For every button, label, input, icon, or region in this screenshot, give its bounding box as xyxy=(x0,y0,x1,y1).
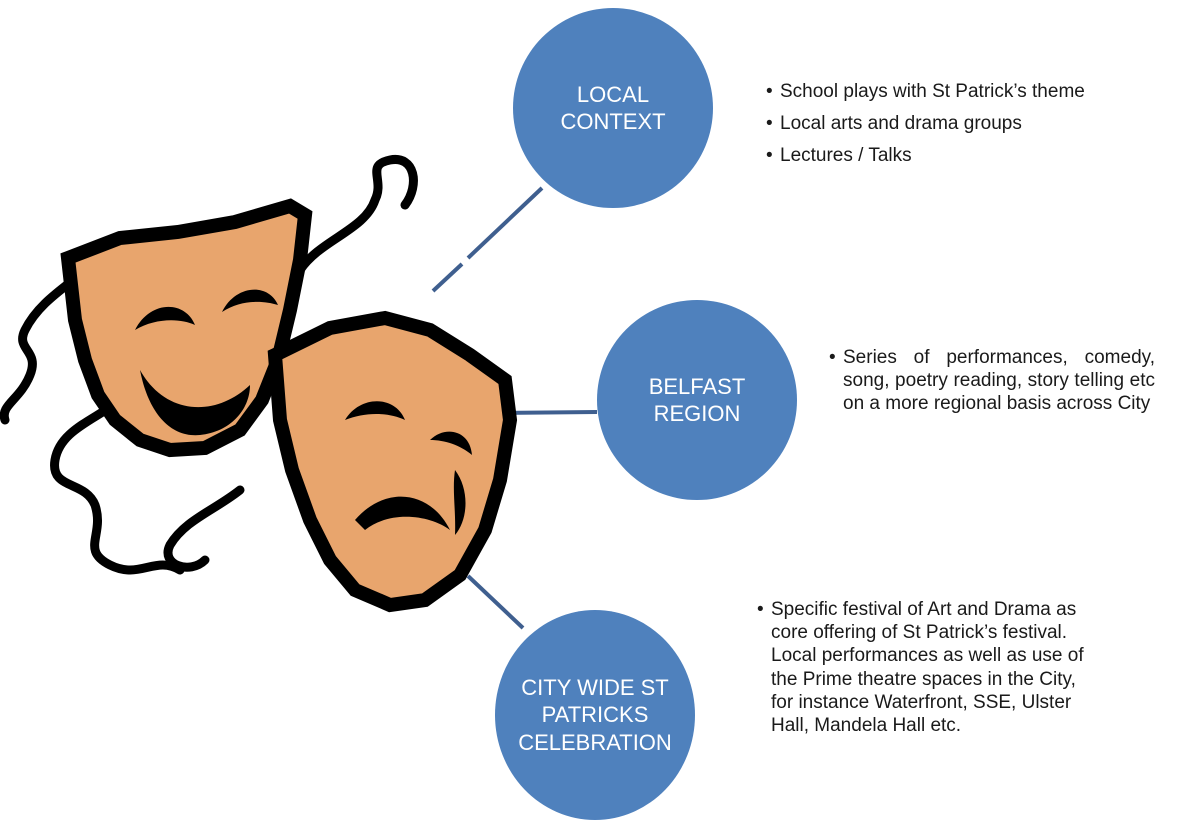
bullet-item: School plays with St Patrick’s theme xyxy=(766,80,1096,103)
bullet-item: Specific festival of Art and Drama as co… xyxy=(757,598,1102,737)
node-belfast-region: BELFAST REGION xyxy=(597,300,797,500)
node-city-wide: CITY WIDE ST PATRICKS CELEBRATION xyxy=(495,610,695,820)
sad-mask xyxy=(267,310,518,613)
node-belfast-region-label: BELFAST REGION xyxy=(648,373,746,427)
node-local-context-label: LOCAL CONTEXT xyxy=(560,81,666,135)
belfast-region-bullets: Series of performances, comedy, song, po… xyxy=(829,346,1155,425)
connector-city-b xyxy=(466,574,525,630)
bullet-item: Series of performances, comedy, song, po… xyxy=(829,346,1155,416)
bullet-item: Local arts and drama groups xyxy=(766,112,1096,135)
connector-local xyxy=(431,262,464,293)
local-context-bullets: School plays with St Patrick’s theme Loc… xyxy=(766,80,1096,177)
happy-mask xyxy=(60,198,313,458)
connector-local-b xyxy=(466,186,544,260)
connector-region xyxy=(499,410,598,415)
city-wide-bullets: Specific festival of Art and Drama as co… xyxy=(757,598,1102,746)
node-city-wide-label: CITY WIDE ST PATRICKS CELEBRATION xyxy=(518,674,672,755)
node-local-context: LOCAL CONTEXT xyxy=(513,8,713,208)
bullet-item: Lectures / Talks xyxy=(766,144,1096,167)
